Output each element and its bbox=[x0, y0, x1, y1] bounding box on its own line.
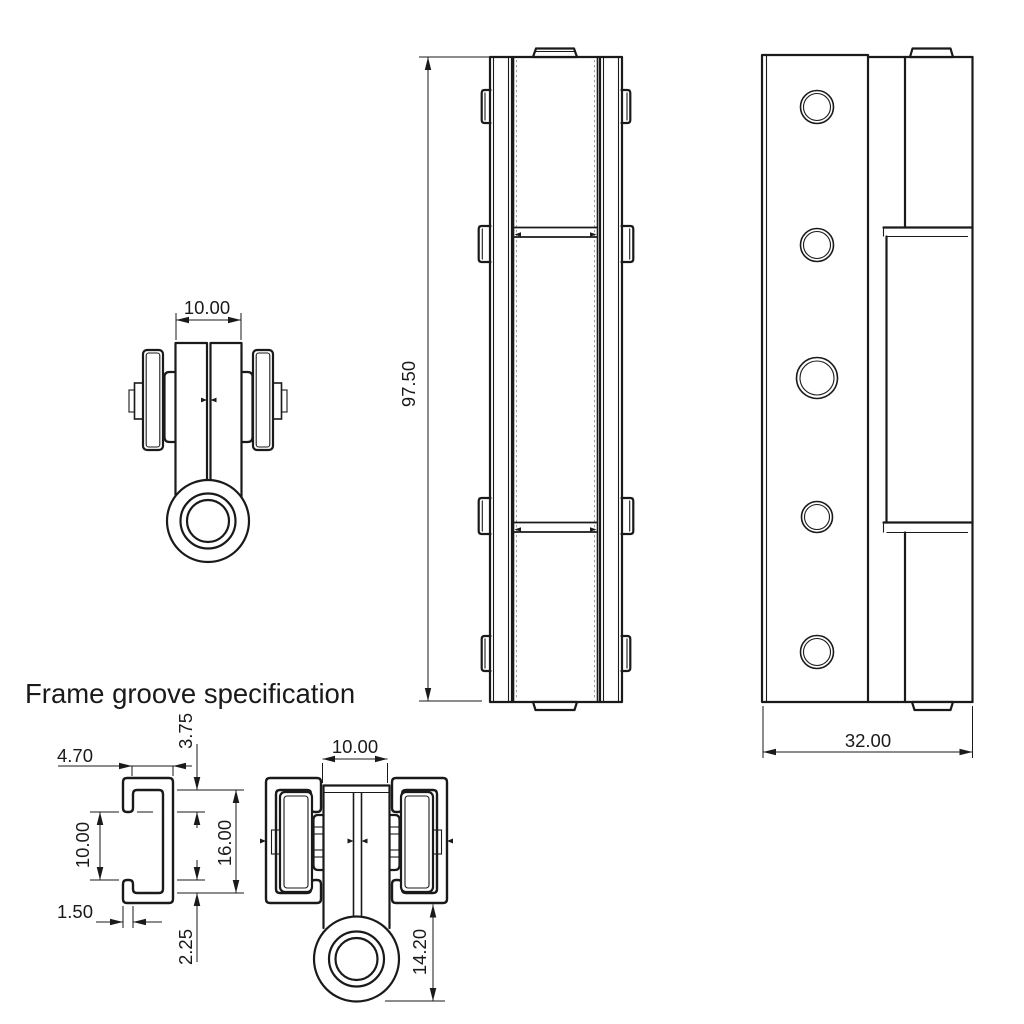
carriage-face-view: 32.00 bbox=[760, 47, 974, 758]
bottom-tab bbox=[910, 700, 955, 712]
roller-in-groove-eyelet bbox=[312, 915, 401, 1003]
groove-dim-top-lip-gap: 3.75 bbox=[137, 713, 244, 828]
roller-in-groove-dim-width: 10.00 bbox=[322, 736, 388, 783]
dim-label-opening-height: 10.00 bbox=[72, 822, 93, 868]
carriage-side-panel bbox=[510, 55, 602, 704]
carriage-face-plate bbox=[760, 53, 870, 704]
groove-dim-flange-depth: 4.70 bbox=[57, 745, 192, 776]
hole-large bbox=[795, 356, 839, 400]
dim-label-lip-thickness: 1.50 bbox=[57, 901, 93, 922]
carriage-side-wheel-tabs bbox=[477, 88, 635, 673]
dim-label-roller-width: 10.00 bbox=[184, 297, 230, 318]
hole bbox=[799, 227, 835, 263]
carriage-face-dim-width: 32.00 bbox=[762, 706, 973, 758]
center-mark bbox=[210, 397, 217, 403]
top-tab bbox=[908, 47, 955, 59]
center-mark bbox=[201, 397, 207, 403]
roller-in-groove-wheels bbox=[270, 790, 443, 894]
roller-in-groove-bracket bbox=[260, 784, 453, 930]
roller-front-view: 10.00 bbox=[128, 297, 288, 564]
top-tab bbox=[531, 47, 579, 59]
axle-cap-left bbox=[133, 382, 144, 420]
roller-front-bracket bbox=[163, 341, 254, 502]
dim-label-bottom-lip-gap: 2.25 bbox=[175, 929, 196, 965]
groove-profile-outline bbox=[121, 776, 175, 905]
drawing-title: Frame groove specification bbox=[25, 678, 355, 709]
groove-dim-inner-height: 16.00 bbox=[177, 790, 244, 894]
groove-dim-lip-thickness: 1.50 bbox=[57, 901, 162, 928]
dim-label-bracket-width: 10.00 bbox=[332, 736, 378, 757]
groove-dim-opening: 10.00 bbox=[72, 811, 119, 881]
groove-dim-bottom-lip-gap: 2.25 bbox=[175, 860, 205, 965]
dim-label-eyelet-drop: 14.20 bbox=[409, 929, 430, 975]
roller-in-groove-dim-drop: 14.20 bbox=[385, 904, 445, 1002]
hole bbox=[799, 634, 835, 670]
dim-label-face-width: 32.00 bbox=[845, 730, 891, 751]
hole bbox=[799, 89, 835, 125]
roller-in-groove-view: 10.00 14.20 bbox=[260, 736, 453, 1003]
groove-profile-view: 4.70 3.75 10.00 16.00 bbox=[57, 713, 244, 965]
dim-label-top-lip-gap: 3.75 bbox=[175, 713, 196, 749]
carriage-face-panel bbox=[866, 47, 974, 712]
bottom-tab bbox=[531, 700, 579, 712]
roller-front-eyelet bbox=[165, 478, 251, 564]
carriage-side-rails bbox=[488, 55, 624, 704]
dim-label-flange-depth: 4.70 bbox=[57, 745, 93, 766]
roller-front-dim-width: 10.00 bbox=[175, 297, 242, 340]
carriage-side-view: 97.50 bbox=[398, 47, 635, 712]
hole bbox=[800, 500, 834, 534]
dim-label-inner-height: 16.00 bbox=[214, 820, 235, 866]
dim-label-carriage-height: 97.50 bbox=[398, 361, 419, 407]
axle-cap-right bbox=[272, 382, 283, 420]
carriage-side-dim-height: 97.50 bbox=[398, 56, 489, 702]
